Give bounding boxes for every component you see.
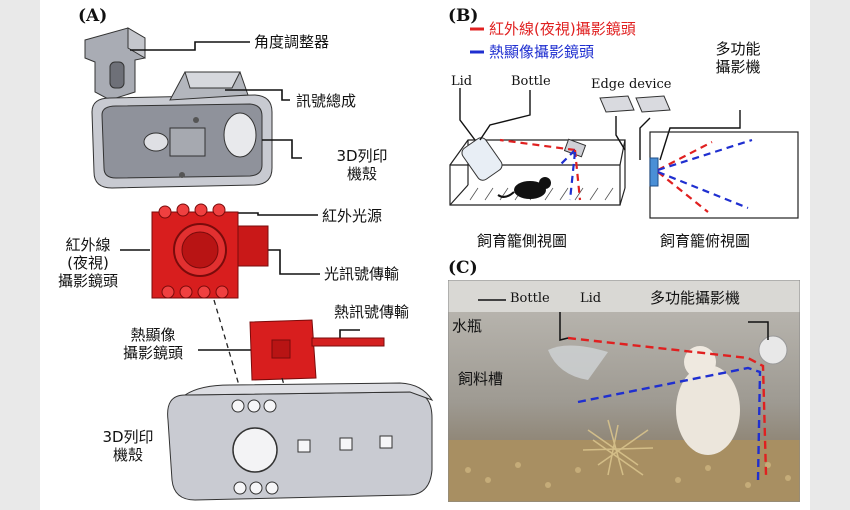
cage-photo: Bottle Lid 多功能攝影機 水瓶 飼料槽 <box>448 280 800 502</box>
photo-fov-lines <box>567 336 768 481</box>
label-side-view: 飼育籠側視圖 <box>477 232 568 250</box>
label-multi-camera: 多功能 攝影機 <box>715 40 761 76</box>
rat <box>676 365 740 455</box>
nest-material <box>582 419 654 476</box>
label-lid: Lid <box>451 74 473 89</box>
label-thermal-camera: 熱顯像 攝影鏡頭 <box>122 326 183 362</box>
label-top-view: 飼育籠俯視圖 <box>660 232 751 250</box>
photo-label-multi-camera: 多功能攝影機 <box>650 289 741 307</box>
top-fov-lines <box>657 138 753 213</box>
photo-label-water-bottle: 水瓶 <box>452 317 483 335</box>
bottle-shape <box>461 137 503 181</box>
panel-label-c: (C) <box>448 258 478 278</box>
edge-device-boxes <box>599 95 671 113</box>
legend-thermal-camera: 熱顯像攝影鏡頭 <box>489 43 595 61</box>
printed-case-part <box>167 382 434 501</box>
signal-assembly-part <box>91 71 273 189</box>
ir-module-part <box>151 203 269 299</box>
photo-label-lid: Lid <box>580 291 602 306</box>
photo-leader-lines <box>478 299 769 341</box>
photo-label-feed-trough: 飼料槽 <box>458 370 504 388</box>
label-angle-adjuster: 角度調整器 <box>254 33 330 51</box>
label-signal-assembly: 訊號總成 <box>296 92 357 110</box>
label-edge-device: Edge device <box>591 77 672 92</box>
label-ir-light: 紅外光源 <box>322 207 383 225</box>
legend-ir-camera: 紅外線(夜視)攝影鏡頭 <box>489 20 636 38</box>
panel-label-b: (B) <box>448 6 479 26</box>
thermal-module-part <box>249 319 385 381</box>
cage-photo-drawing <box>448 280 800 502</box>
cage-top-view <box>649 131 799 219</box>
angle-adjuster-part <box>84 27 146 101</box>
photo-label-bottle: Bottle <box>510 291 550 306</box>
legend-swatches <box>470 27 484 54</box>
label-optical-signal: 光訊號傳輸 <box>324 265 400 283</box>
side-camera <box>563 138 587 158</box>
mouse-silhouette <box>497 177 551 199</box>
label-thermal-signal: 熱訊號傳輸 <box>334 303 410 321</box>
side-fov-lines <box>499 138 582 201</box>
label-bottle: Bottle <box>511 74 551 89</box>
label-printed-case-bottom: 3D列印 機殼 <box>102 428 154 464</box>
label-ir-camera: 紅外線 (夜視) 攝影鏡頭 <box>57 236 118 290</box>
leader-lines-b <box>459 88 741 161</box>
label-printed-case-top: 3D列印 機殼 <box>336 147 388 183</box>
panel-label-a: (A) <box>78 6 108 26</box>
